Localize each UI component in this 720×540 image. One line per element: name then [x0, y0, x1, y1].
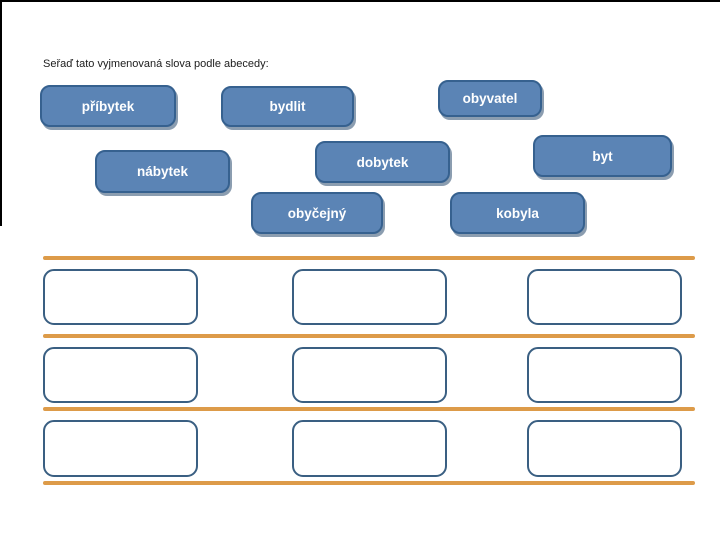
word-tile-pribytek[interactable]: příbytek — [40, 85, 176, 127]
answer-slot-3[interactable] — [527, 269, 682, 325]
word-tile-obycejny[interactable]: obyčejný — [251, 192, 383, 234]
word-tile-nabytek[interactable]: nábytek — [95, 150, 230, 193]
word-tile-obyvatel[interactable]: obyvatel — [438, 80, 542, 117]
divider-line-1 — [43, 256, 695, 260]
slide-title: Seřaď tato vyjmenovaná slova podle abece… — [43, 58, 269, 70]
answer-slot-9[interactable] — [527, 420, 682, 477]
answer-slot-2[interactable] — [292, 269, 447, 325]
word-tile-byt[interactable]: byt — [533, 135, 672, 177]
divider-line-4 — [43, 481, 695, 485]
answer-slot-7[interactable] — [43, 420, 198, 477]
word-tile-kobyla[interactable]: kobyla — [450, 192, 585, 234]
word-tile-dobytek[interactable]: dobytek — [315, 141, 450, 183]
answer-slot-1[interactable] — [43, 269, 198, 325]
answer-slot-8[interactable] — [292, 420, 447, 477]
divider-line-3 — [43, 407, 695, 411]
word-tile-bydlit[interactable]: bydlit — [221, 86, 354, 127]
answer-slot-4[interactable] — [43, 347, 198, 403]
top-border-line — [0, 0, 720, 2]
answer-slot-6[interactable] — [527, 347, 682, 403]
answer-slot-5[interactable] — [292, 347, 447, 403]
divider-line-2 — [43, 334, 695, 338]
left-border-line — [0, 0, 2, 226]
